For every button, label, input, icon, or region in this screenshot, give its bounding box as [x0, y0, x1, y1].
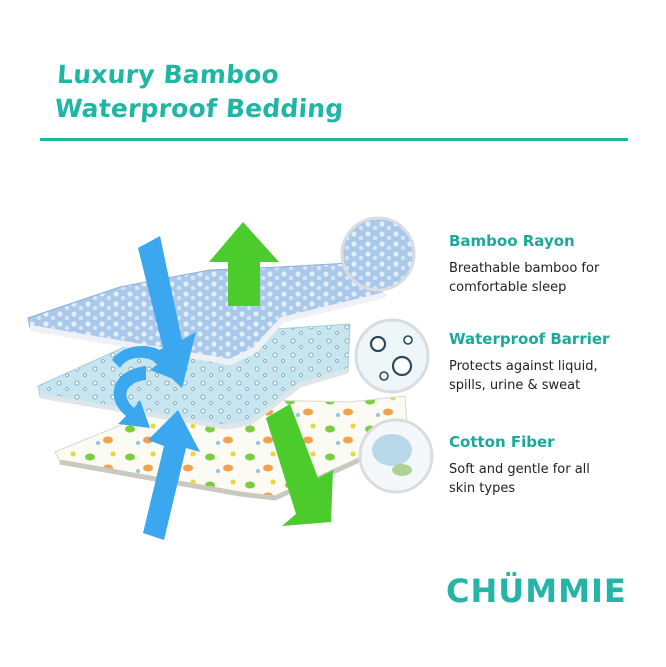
feature-desc-line: comfortable sleep — [449, 280, 567, 295]
feature-desc-line: Soft and gentle for all — [449, 462, 590, 477]
feature-desc-line: Protects against liquid, — [449, 359, 598, 374]
feature-title: Cotton Fiber — [449, 433, 555, 451]
feature-description: Protects against liquid, spills, urine &… — [449, 357, 649, 395]
blue-curve-arrow — [113, 366, 150, 428]
feature-desc-line: skin types — [449, 481, 516, 496]
feature-desc-line: spills, urine & sweat — [449, 378, 581, 393]
green-down-arrow — [266, 404, 333, 526]
green-up-arrow — [209, 222, 279, 306]
waterproof-zoom-circle — [354, 318, 430, 394]
brand-logo: CHÜMMIE — [446, 572, 627, 610]
bamboo-zoom-circle — [340, 216, 416, 292]
feature-description: Breathable bamboo for comfortable sleep — [449, 259, 649, 297]
title-divider — [40, 138, 628, 141]
blue-up-arrow — [143, 410, 200, 540]
feature-waterproof-barrier: Waterproof Barrier Protects against liqu… — [449, 329, 649, 395]
cotton-zoom-circle — [358, 418, 434, 494]
feature-desc-line: Breathable bamboo for — [449, 261, 600, 276]
feature-description: Soft and gentle for all skin types — [449, 460, 649, 498]
blue-down-arrow — [138, 236, 196, 388]
feature-title: Bamboo Rayon — [449, 232, 575, 250]
feature-cotton-fiber: Cotton Fiber Soft and gentle for all ski… — [449, 432, 649, 498]
feature-bamboo-rayon: Bamboo Rayon Breathable bamboo for comfo… — [449, 231, 649, 297]
feature-title: Waterproof Barrier — [449, 330, 610, 348]
